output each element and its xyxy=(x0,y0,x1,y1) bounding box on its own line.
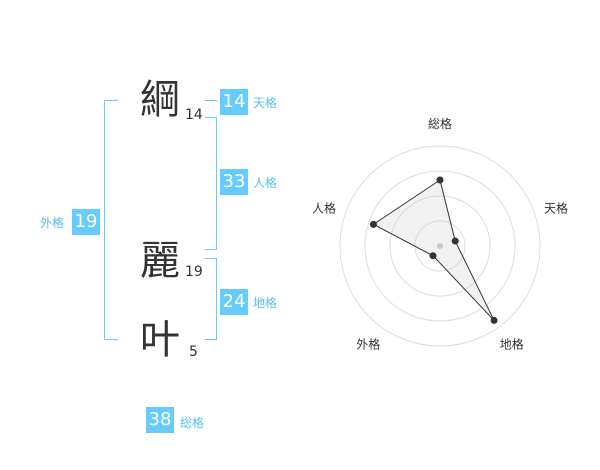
chikaku-bracket xyxy=(205,258,217,340)
tenkaku-value: 14 xyxy=(220,89,248,115)
radar-polygon xyxy=(372,179,495,321)
soukaku-label: 総格 xyxy=(180,416,205,430)
stroke-count-2: 19 xyxy=(185,264,203,280)
soukaku-value: 38 xyxy=(146,407,174,433)
gaikaku-value: 19 xyxy=(72,209,100,235)
radar-ring xyxy=(389,195,491,297)
radar-axis-label-2: 地格 xyxy=(500,337,524,352)
radar-point-2 xyxy=(490,316,498,324)
radar-axis-label-0: 総格 xyxy=(428,116,452,131)
radar-point-0 xyxy=(436,176,444,184)
stroke-count-1: 14 xyxy=(185,107,203,123)
radar-axis-label-3: 外格 xyxy=(356,337,380,352)
radar-center xyxy=(437,243,443,249)
stroke-count-3: 5 xyxy=(189,344,198,360)
radar-point-3 xyxy=(429,252,437,260)
radar-point-1 xyxy=(451,237,459,245)
radar-axis-label-4: 人格 xyxy=(312,200,336,215)
tenkaku-label: 天格 xyxy=(253,96,278,110)
radar-point-4 xyxy=(369,220,377,228)
jinkaku-label: 人格 xyxy=(253,176,278,190)
gaikaku-label: 外格 xyxy=(40,216,65,230)
tenkaku-bracket xyxy=(205,100,217,101)
chikaku-label: 地格 xyxy=(253,296,278,310)
radar-ring xyxy=(364,170,516,322)
radar-axis-label-1: 天格 xyxy=(544,200,568,215)
gaikaku-bracket xyxy=(104,100,118,340)
jinkaku-bracket xyxy=(205,117,217,250)
chikaku-value: 24 xyxy=(220,289,248,315)
jinkaku-value: 33 xyxy=(220,169,248,195)
name-char-2: 麗 xyxy=(140,238,180,284)
name-char-3: 叶 xyxy=(140,317,180,363)
name-char-1: 綱 xyxy=(140,77,180,123)
radar-ring xyxy=(339,145,541,347)
